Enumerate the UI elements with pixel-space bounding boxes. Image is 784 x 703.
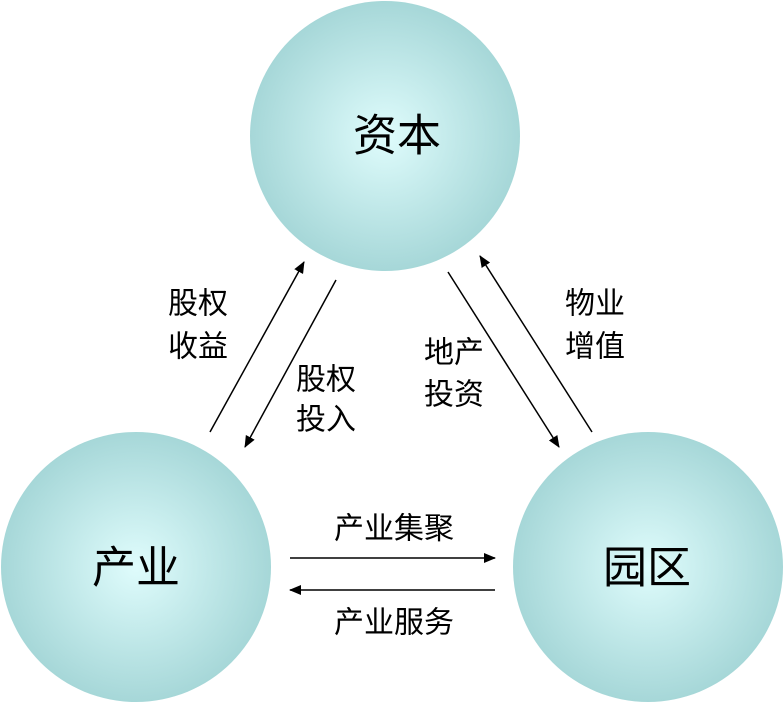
- node-industry-circle: [1, 432, 271, 702]
- label-property-investment-line1: 地产: [424, 336, 484, 371]
- label-property-investment-line2: 投资: [424, 378, 484, 413]
- arrow-property-appreciation: [479, 255, 593, 433]
- node-industry-label: 产业: [92, 543, 180, 594]
- label-property-appreciation: 物业 增值: [565, 287, 625, 365]
- node-industry: 产业: [1, 432, 271, 702]
- label-equity-investment-line1: 股权: [296, 363, 356, 398]
- node-capital-label: 资本: [353, 111, 441, 162]
- label-property-appreciation-line2: 增值: [565, 330, 625, 365]
- arrow-equity-return: [209, 261, 305, 433]
- label-equity-investment-line2: 投入: [296, 403, 356, 438]
- label-industry-service: 产业服务: [334, 606, 454, 641]
- label-industry-agglomeration: 产业集聚: [334, 512, 454, 547]
- node-park-label: 园区: [603, 543, 691, 594]
- arrow-equity-investment: [244, 279, 337, 448]
- label-equity-return-line2: 收益: [168, 330, 228, 365]
- label-property-investment: 地产 投资: [424, 336, 484, 413]
- node-capital: 资本: [250, 1, 520, 271]
- label-equity-return-line1: 股权: [168, 287, 228, 322]
- label-property-appreciation-line1: 物业: [565, 287, 625, 322]
- node-park: 园区: [513, 432, 783, 702]
- node-park-circle: [513, 432, 783, 702]
- label-equity-return: 股权 收益: [168, 287, 228, 365]
- label-equity-investment: 股权 投入: [296, 363, 356, 438]
- node-capital-circle: [250, 1, 520, 271]
- arrow-property-investment: [447, 271, 560, 448]
